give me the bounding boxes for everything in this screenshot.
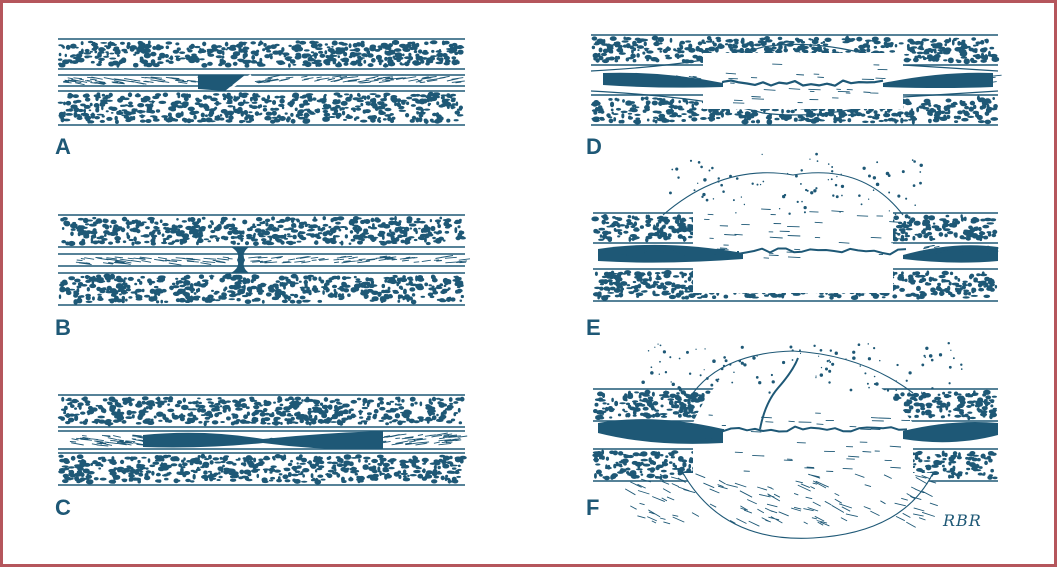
- panel-b: [58, 215, 470, 305]
- hematoma: [143, 431, 383, 449]
- panel-d: [591, 35, 1002, 125]
- illustration-canvas: [3, 3, 1057, 570]
- hatching: [368, 433, 467, 445]
- panel-label-a: A: [55, 136, 71, 158]
- panel-e: [591, 153, 998, 301]
- hatching: [255, 76, 465, 83]
- bone-speckle: [58, 454, 467, 485]
- panel-f: [592, 342, 998, 538]
- hematoma-right: [903, 422, 998, 442]
- bone-speckle: [60, 216, 466, 246]
- hatching: [76, 257, 233, 265]
- panel-label-d: D: [586, 136, 602, 158]
- callus-area: [693, 193, 893, 293]
- fracture-gap: [231, 247, 249, 273]
- callus-lower: [683, 473, 933, 538]
- panel-label-b: B: [55, 317, 71, 339]
- hatching: [248, 256, 470, 263]
- panel-label-e: E: [586, 317, 601, 339]
- callus-area: [693, 351, 913, 473]
- hatching: [63, 77, 210, 85]
- panel-c: [58, 395, 467, 485]
- bone-speckle: [58, 396, 465, 426]
- panel-label-f: F: [586, 497, 599, 519]
- bone-speckle: [58, 40, 464, 68]
- panel-label-c: C: [55, 497, 71, 519]
- bone-speckle: [59, 273, 464, 304]
- artist-signature: RBR: [943, 513, 982, 529]
- bone-speckle: [58, 92, 464, 124]
- panel-a: [58, 39, 465, 125]
